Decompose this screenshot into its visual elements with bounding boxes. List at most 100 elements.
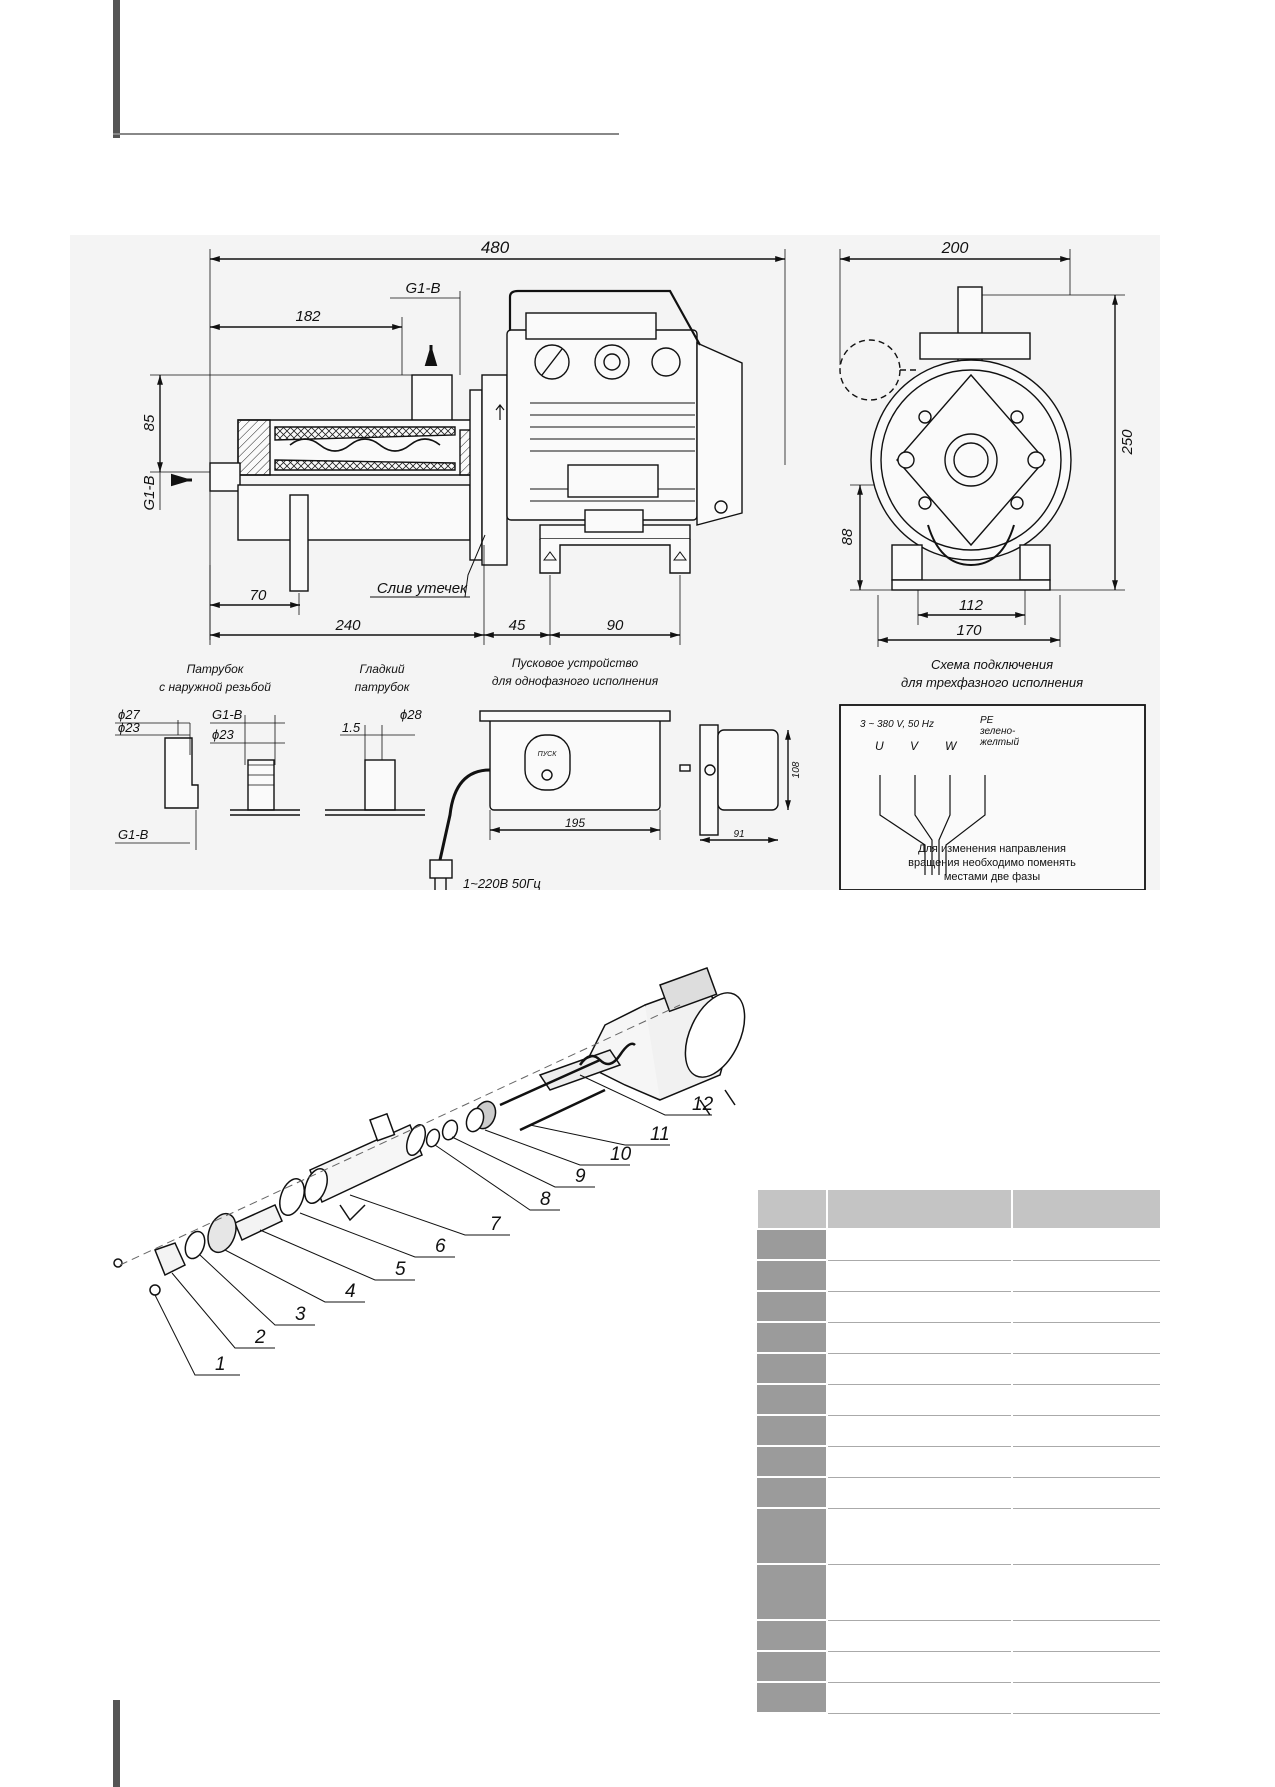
exploded-part-6 [279,1178,305,1216]
table-cell-num [757,1384,828,1416]
table-row [757,1682,1162,1714]
table-cell-qty [1012,1564,1162,1621]
dim-85: 85 [141,414,158,431]
header-rule [113,133,619,135]
table-cell-name [827,1508,1013,1565]
smooth-pipe-title-1: Гладкий [359,662,404,676]
threaded-pipe-detail [115,720,199,850]
leader-8 [434,1144,560,1211]
label-inlet-thread: G1-B [141,475,158,510]
supply-spec: 3 ~ 380 V, 50 Hz [860,719,934,730]
starter-device [429,710,791,890]
table-cell-name [827,1291,1013,1323]
leader-11 [529,1124,670,1146]
header-cell-name [826,1188,1013,1230]
table-cell-num [757,1260,828,1292]
dim-170: 170 [956,622,982,639]
part-label-4: 4 [345,1281,356,1302]
dim-91: 91 [733,829,744,840]
leader-1 [154,1294,240,1376]
pe-label-3: желтый [979,737,1019,748]
table-cell-name [827,1260,1013,1292]
technical-drawing: 480 182 G1-B 85 G1-B Слив утечек 70 240 … [70,235,1160,890]
table-row [757,1508,1162,1565]
motor-gland-center [594,344,630,380]
table-cell-name [827,1415,1013,1447]
alternate-outlet-dashed [839,339,901,401]
table-row [757,1620,1162,1652]
pe-label-1: PE [980,715,994,726]
inlet-stub [209,462,241,492]
table-row [757,1353,1162,1385]
exploded-outlet-pipe [369,1112,396,1142]
scheme-title-1: Схема подключения [931,657,1053,672]
part-label-2: 2 [254,1327,266,1348]
table-cell-num [757,1620,828,1652]
table-cell-qty [1012,1446,1162,1478]
table-row [757,1384,1162,1416]
dim-phi23-section: ϕ23 [212,727,234,742]
power-spec: 1~220В 50Гц [463,876,541,890]
wiring-scheme [839,704,1146,890]
leader-2 [171,1272,275,1349]
table-cell-name [827,1651,1013,1683]
leader-9 [451,1136,595,1188]
exploded-part-1-nut-a [113,1258,123,1268]
table-cell-num [757,1322,828,1354]
dim-70: 70 [250,587,267,604]
table-row [757,1446,1162,1478]
table-row [757,1415,1162,1447]
table-cell-qty [1012,1477,1162,1509]
dim-112: 112 [959,597,984,614]
table-cell-name [827,1353,1013,1385]
table-cell-qty [1012,1651,1162,1683]
part-label-6: 6 [435,1236,446,1257]
table-cell-name [827,1564,1013,1621]
exploded-part-3 [184,1230,206,1260]
label-leak-drain: Слив утечек [377,580,468,597]
dim-108: 108 [791,761,802,778]
table-cell-qty [1012,1384,1162,1416]
table-row [757,1229,1162,1261]
footer-accent-bar [113,1700,120,1787]
table-cell-num [757,1651,828,1683]
phase-v: V [910,739,919,753]
table-cell-qty [1012,1353,1162,1385]
table-cell-num [757,1477,828,1509]
part-label-7: 7 [490,1214,502,1235]
table-row [757,1651,1162,1683]
table-row [757,1564,1162,1621]
pump-lower-tube [237,484,471,541]
starter-side-view [699,724,719,836]
leader-4 [224,1249,365,1303]
exploded-part-8 [425,1128,441,1148]
pe-label-2: зелено- [979,726,1016,737]
table-row [757,1260,1162,1292]
starter-title-1: Пусковое устройство [512,656,639,670]
rotor-screw [289,438,441,452]
parts-table-body [757,1229,1162,1714]
exploded-part-1-nut-b [149,1284,161,1296]
part-label-11: 11 [650,1124,670,1145]
part-label-10: 10 [610,1144,632,1165]
support-plate [289,494,309,592]
start-button-label: ПУСК [538,751,558,758]
dim-90: 90 [607,617,624,634]
table-cell-name [827,1682,1013,1714]
power-cord [438,768,491,861]
dim-45: 45 [509,617,526,634]
dim-200: 200 [941,240,969,257]
threaded-pipe-section [210,715,300,816]
leader-10 [484,1129,630,1166]
table-cell-qty [1012,1415,1162,1447]
scheme-title-2: для трехфазного исполнения [901,675,1083,690]
table-cell-num [757,1682,828,1714]
wiring-scheme-box [839,704,1146,890]
dim-phi28: ϕ28 [400,707,422,722]
table-cell-num [757,1564,828,1621]
pump-side-view [150,249,786,645]
phase-u: U [875,739,884,753]
leak-drain-leader [464,534,486,598]
scheme-note-1: Для изменения направления [918,843,1066,855]
table-cell-qty [1012,1508,1162,1565]
